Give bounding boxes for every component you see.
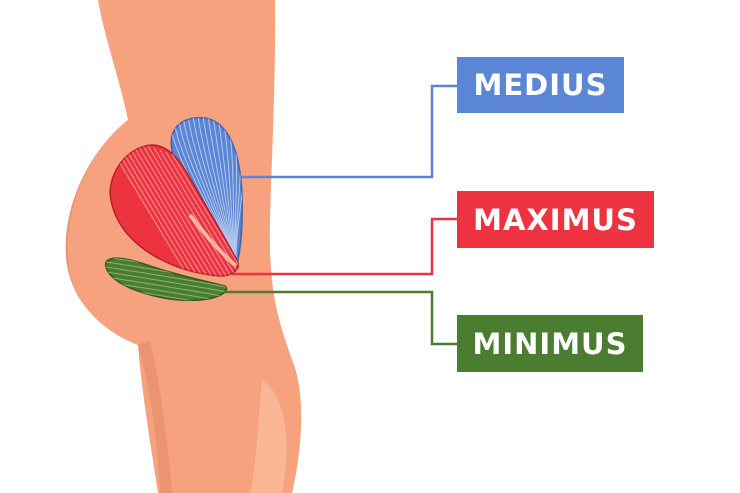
connector-lines	[222, 84, 457, 346]
muscle-fiber	[129, 145, 221, 276]
muscle-fiber	[159, 149, 239, 276]
muscle-fiber	[171, 153, 239, 276]
minimus-connector	[222, 290, 457, 346]
minimus-label: MINIMUS	[457, 315, 643, 372]
muscle-fiber	[141, 145, 233, 276]
muscle-fiber	[105, 275, 227, 299]
maximus-label: MAXIMUS	[457, 191, 654, 248]
muscle-fiber	[153, 147, 239, 276]
muscle-fiber	[105, 265, 227, 289]
thigh-shadow	[138, 340, 172, 493]
calf-highlight	[250, 380, 287, 493]
maximus-connector	[232, 217, 457, 276]
medius-connector	[234, 84, 457, 179]
muscle-fiber	[123, 145, 215, 276]
muscle-fiber	[165, 151, 239, 276]
medius-label: MEDIUS	[457, 57, 624, 113]
muscle-fiber	[135, 145, 227, 276]
muscle-fiber	[235, 117, 243, 268]
muscle-fiber	[105, 270, 227, 294]
